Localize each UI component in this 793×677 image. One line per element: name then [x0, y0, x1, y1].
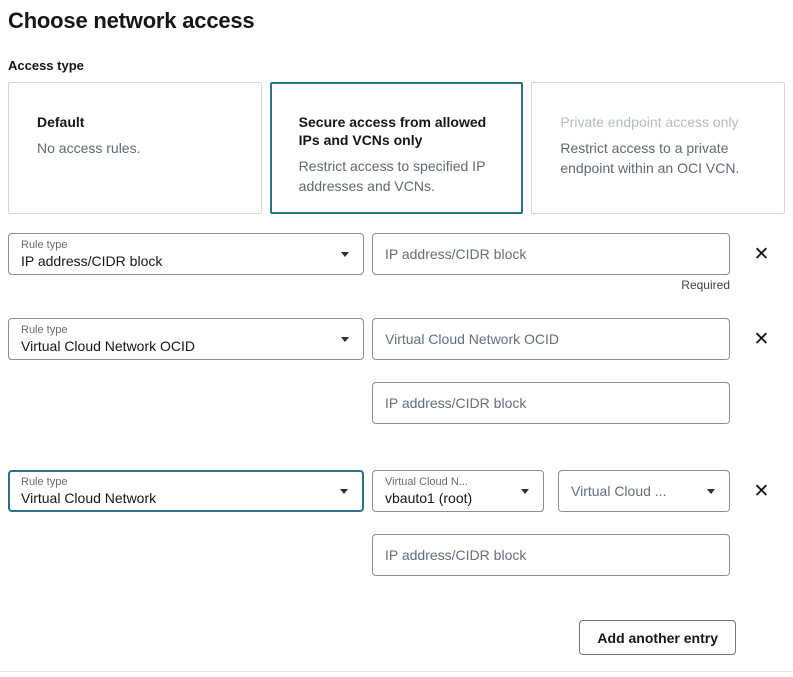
- rule-type-label: Rule type: [21, 239, 68, 251]
- close-icon: ✕: [753, 243, 770, 265]
- rule-row: Rule type IP address/CIDR block Required…: [8, 233, 785, 292]
- access-type-label: Access type: [8, 58, 84, 73]
- caret-down-icon: [341, 252, 349, 257]
- close-icon: ✕: [753, 480, 770, 502]
- required-hint: Required: [681, 278, 730, 292]
- option-description: No access rules.: [37, 140, 141, 157]
- rule-values-column: Virtual Cloud N... vbauto1 (root) Virtua…: [372, 470, 730, 576]
- rule-row: Rule type Virtual Cloud Network OCID ✕: [8, 318, 785, 424]
- caret-down-icon: [340, 489, 348, 494]
- footer-divider: [0, 671, 793, 672]
- rule-row: Rule type Virtual Cloud Network Virtual …: [8, 470, 785, 576]
- rule-type-label: Rule type: [21, 324, 68, 336]
- vcn-selects-line: Virtual Cloud N... vbauto1 (root) Virtua…: [372, 470, 730, 512]
- remove-rule-button[interactable]: ✕: [738, 470, 785, 512]
- option-title: Secure access from allowed IPs and VCNs …: [298, 114, 487, 149]
- option-description: Restrict access to a private endpoint wi…: [560, 140, 740, 176]
- option-description: Restrict access to specified IP addresse…: [298, 158, 486, 194]
- page-title: Choose network access: [8, 8, 255, 33]
- actions-row: Add another entry: [8, 620, 736, 655]
- remove-rule-button[interactable]: ✕: [738, 233, 785, 275]
- option-title: Private endpoint access only: [560, 114, 739, 130]
- compartment-select-value: vbauto1 (root): [385, 490, 473, 506]
- access-option-card-private-endpoint: Private endpoint access only Restrict ac…: [531, 82, 786, 214]
- ip-cidr-input[interactable]: [372, 233, 730, 275]
- compartment-select-label: Virtual Cloud N...: [385, 476, 468, 488]
- rule-type-value: IP address/CIDR block: [21, 253, 163, 269]
- rule-type-label: Rule type: [21, 476, 68, 488]
- access-type-options: Default No access rules. Secure access f…: [8, 82, 786, 214]
- vcn-select-placeholder: Virtual Cloud ...: [571, 483, 667, 499]
- rule-type-value: Virtual Cloud Network OCID: [21, 338, 196, 354]
- rule-type-select[interactable]: Rule type Virtual Cloud Network OCID: [8, 318, 364, 360]
- rule-values-column: [372, 318, 730, 424]
- rule-type-value: Virtual Cloud Network: [21, 490, 157, 506]
- rule-type-select[interactable]: Rule type IP address/CIDR block: [8, 233, 364, 275]
- access-option-card-secure-access[interactable]: Secure access from allowed IPs and VCNs …: [269, 82, 524, 214]
- rule-type-select[interactable]: Rule type Virtual Cloud Network: [8, 470, 364, 512]
- add-entry-button[interactable]: Add another entry: [579, 620, 736, 655]
- ip-cidr-input[interactable]: [372, 534, 730, 576]
- remove-rule-button[interactable]: ✕: [738, 318, 785, 360]
- option-title: Default: [37, 114, 85, 130]
- vcn-ocid-input[interactable]: [372, 318, 730, 360]
- caret-down-icon: [707, 489, 715, 494]
- access-option-card-default[interactable]: Default No access rules.: [8, 82, 262, 214]
- vcn-select[interactable]: Virtual Cloud ...: [558, 470, 730, 512]
- rule-values-column: Required: [372, 233, 730, 292]
- compartment-select[interactable]: Virtual Cloud N... vbauto1 (root): [372, 470, 544, 512]
- ip-cidr-input[interactable]: [372, 382, 730, 424]
- caret-down-icon: [521, 489, 529, 494]
- close-icon: ✕: [753, 328, 770, 350]
- caret-down-icon: [341, 337, 349, 342]
